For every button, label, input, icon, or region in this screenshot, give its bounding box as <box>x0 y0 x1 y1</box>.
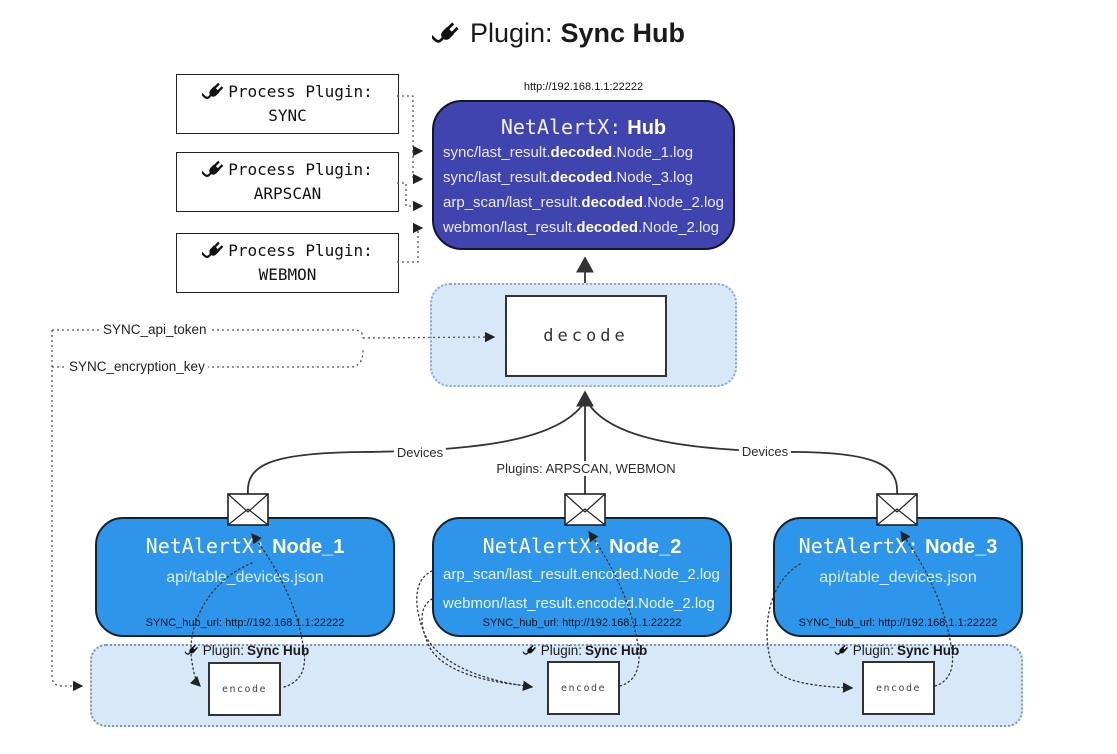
process-plugin-name: SYNC <box>268 106 307 125</box>
hub-title-prefix: NetAlertX: <box>500 115 622 139</box>
encode-section-label: Plugin:Sync Hub <box>523 643 647 658</box>
hub-box: NetAlertX:Hub sync/last_result.decoded.N… <box>432 100 735 250</box>
node-title: NetAlertX:Node_1 <box>145 534 345 558</box>
hub-url: http://192.168.1.1:22222 <box>523 81 644 93</box>
process-plugin-name: ARPSCAN <box>253 184 322 203</box>
node-box-node-2: NetAlertX:Node_2 arp_scan/last_result.en… <box>432 517 732 637</box>
process-plugin-name: WEBMON <box>258 265 317 284</box>
hub-log-line: webmon/last_result.decoded.Node_2.log <box>443 219 719 236</box>
node-hub-url: SYNC_hub_url: http://192.168.1.1:22222 <box>798 617 998 629</box>
page-title-name: Sync Hub <box>560 18 686 48</box>
encode-box: encode <box>208 662 281 716</box>
process-plugin-label: Process Plugin: <box>228 241 373 260</box>
plug-icon <box>202 158 226 182</box>
node-box-node-3: NetAlertX:Node_3 api/table_devices.json … <box>773 517 1023 637</box>
decode-box: decode <box>505 295 667 377</box>
plug-icon <box>432 19 462 49</box>
node-hub-url: SYNC_hub_url: http://192.168.1.1:22222 <box>482 617 682 629</box>
process-to-hub-connectors <box>397 95 424 263</box>
page-title: Plugin: Sync Hub <box>0 18 1117 49</box>
process-plugin-box-webmon: Process Plugin: WEBMON <box>176 233 399 293</box>
edge-label-devices-left: Devices <box>393 445 447 460</box>
hub-title-name: Hub <box>627 117 667 139</box>
hub-log-line: sync/last_result.decoded.Node_3.log <box>443 169 694 186</box>
label-sync-encryption-key: SYNC_encryption_key <box>66 359 208 374</box>
node-line: api/table_devices.json <box>166 569 324 586</box>
hub-title: NetAlertX:Hub <box>434 114 733 140</box>
encode-section-label: Plugin:Sync Hub <box>185 643 309 658</box>
process-plugin-box-sync: Process Plugin: SYNC <box>176 74 399 134</box>
plug-icon <box>523 643 538 658</box>
node-line: arp_scan/last_result.encoded.Node_2.log <box>443 566 720 583</box>
label-sync-api-token: SYNC_api_token <box>100 322 210 337</box>
hub-log-line: arp_scan/last_result.decoded.Node_2.log <box>443 194 724 211</box>
plug-icon <box>835 643 850 658</box>
process-plugin-label: Process Plugin: <box>228 160 373 179</box>
process-plugin-box-arpscan: Process Plugin: ARPSCAN <box>176 152 399 212</box>
encode-section-label: Plugin:Sync Hub <box>835 643 959 658</box>
node-title: NetAlertX:Node_3 <box>798 534 998 558</box>
edge-label-plugins-center: Plugins: ARPSCAN, WEBMON <box>493 461 679 476</box>
plug-icon <box>202 80 226 104</box>
plug-icon <box>185 643 200 658</box>
encode-box: encode <box>547 661 620 715</box>
node-line: webmon/last_result.encoded.Node_2.log <box>443 595 715 612</box>
page-title-prefix: Plugin: <box>469 18 553 48</box>
node-title: NetAlertX:Node_2 <box>482 534 682 558</box>
hub-log-line: sync/last_result.decoded.Node_1.log <box>443 144 694 161</box>
node-line: api/table_devices.json <box>819 569 977 586</box>
encode-box: encode <box>862 661 935 715</box>
plug-icon <box>202 239 226 263</box>
process-plugin-label: Process Plugin: <box>228 82 373 101</box>
node-hub-url: SYNC_hub_url: http://192.168.1.1:22222 <box>145 617 345 629</box>
edge-label-devices-right: Devices <box>738 444 792 459</box>
node-box-node-1: NetAlertX:Node_1 api/table_devices.json … <box>95 517 395 637</box>
